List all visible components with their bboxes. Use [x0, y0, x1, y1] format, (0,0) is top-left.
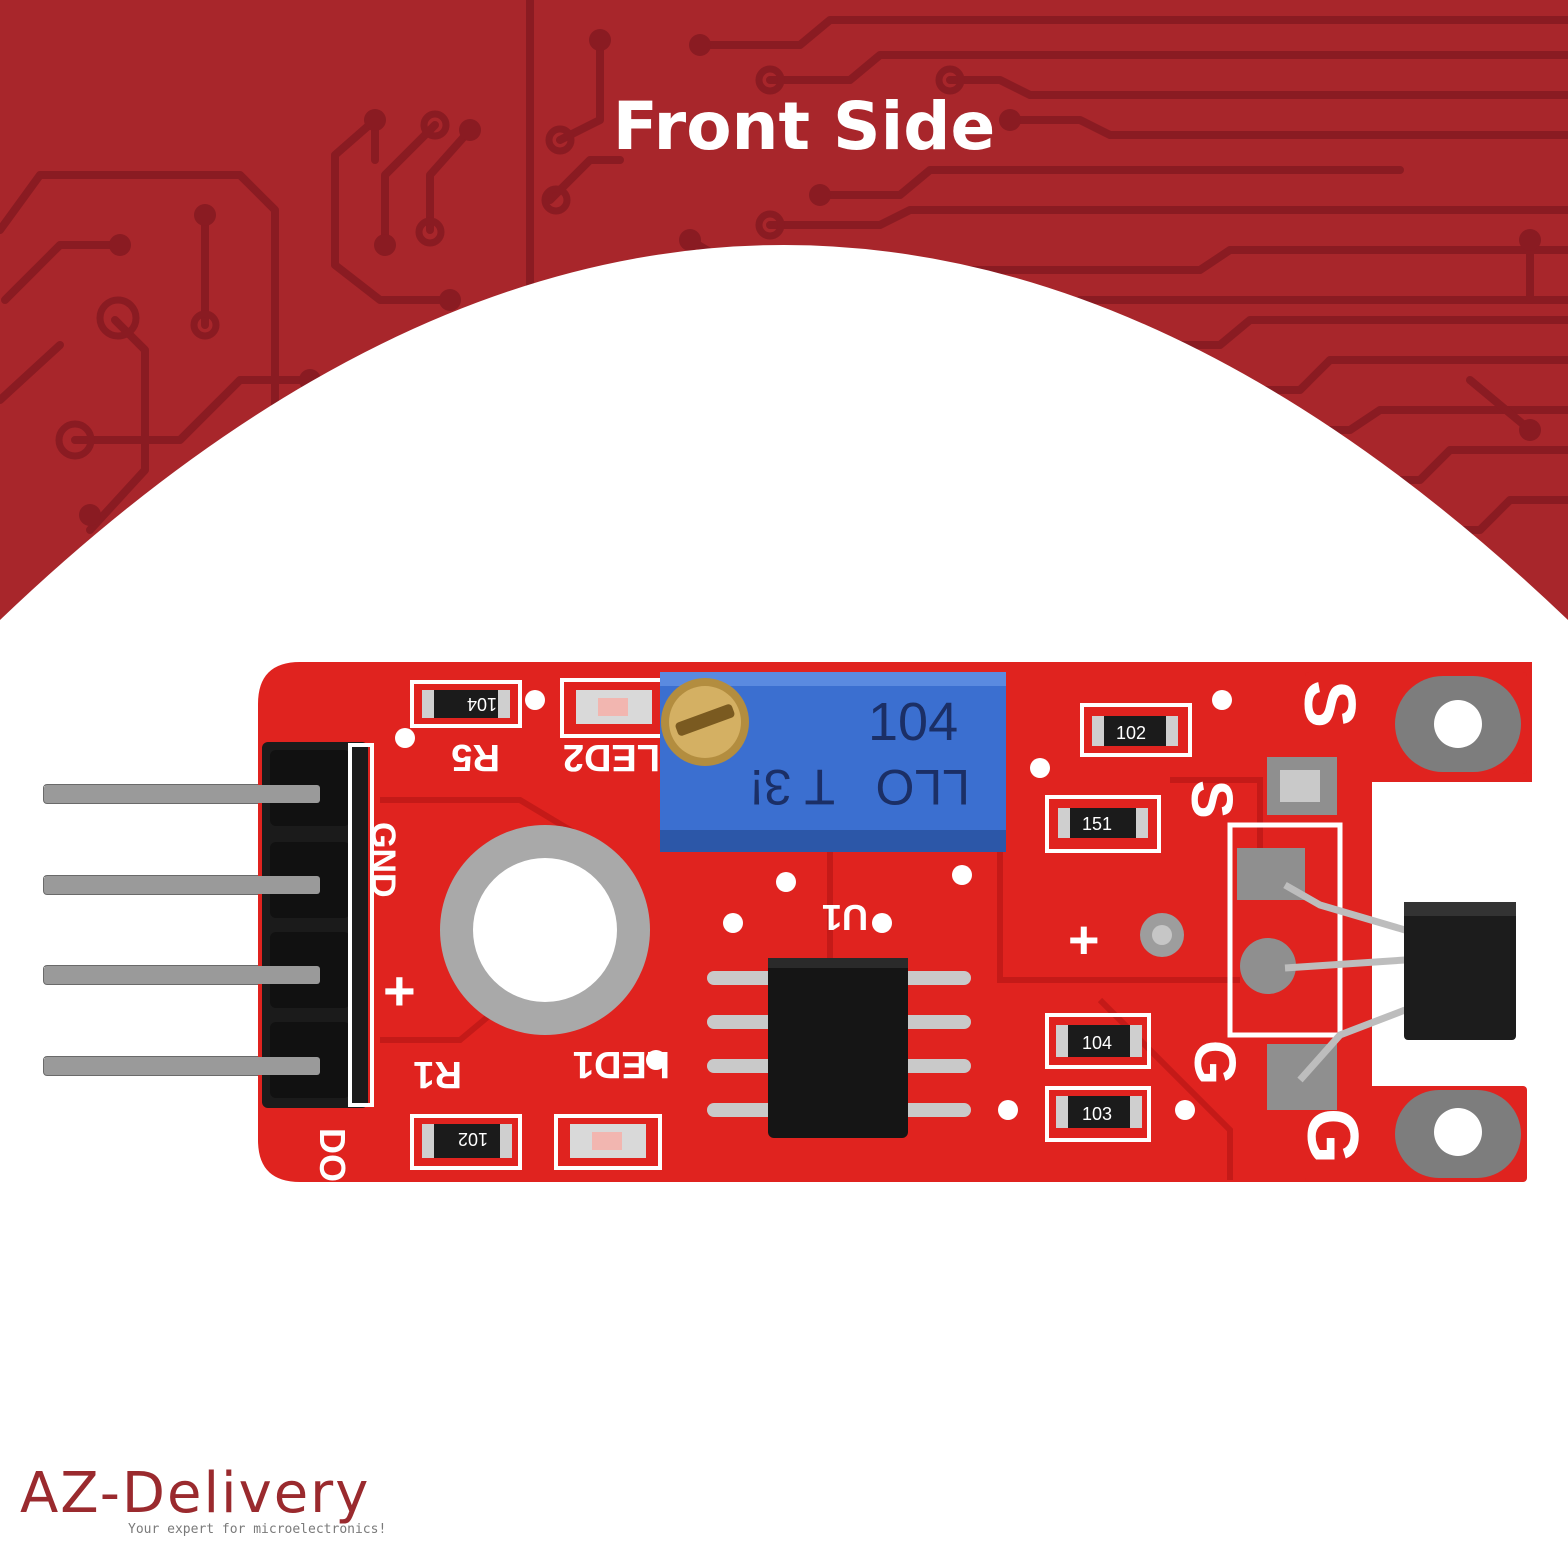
label-u1: U1: [822, 897, 868, 938]
label-s-outer: S: [1289, 680, 1369, 728]
pot-line2: LLO: [875, 759, 970, 815]
label-plus-mid: +: [1068, 910, 1100, 970]
sensor-pcb: [44, 662, 1532, 1182]
smd-resistors: [410, 680, 1192, 1170]
pot-line1-visible: 104: [868, 692, 958, 752]
brand-logo: AZ-Delivery Your expert for microelectro…: [20, 1462, 440, 1542]
label-led1: LED1: [573, 1043, 670, 1085]
label-r5: R5: [451, 736, 500, 778]
ic-u1: [707, 958, 971, 1138]
pin-label-plus: +: [383, 959, 416, 1022]
label-s-inner: S: [1179, 780, 1244, 819]
brand-name: AZ-Delivery: [20, 1461, 371, 1526]
label-g-outer: G: [1292, 1108, 1372, 1164]
pin-label-gnd-visible: GND: [364, 822, 402, 898]
pin-label-do: DO: [312, 1128, 353, 1182]
pot-line3: T 3!: [750, 759, 835, 815]
resistor-codes: 104 102 151 102 104 103: [458, 694, 1146, 1149]
trimmer-potentiometer: [660, 672, 1006, 852]
brand-tagline: Your expert for microelectronics!: [128, 1522, 387, 1537]
potentiometer-markings: 104 104 LLO T 3!: [750, 692, 970, 815]
code-r4: 151: [1082, 814, 1112, 834]
code-r3: 104: [1082, 1033, 1112, 1053]
code-r2: 103: [1082, 1104, 1112, 1124]
code-r5: 104: [467, 694, 497, 714]
label-led2: LED2: [563, 736, 660, 778]
label-r1: R1: [413, 1053, 462, 1095]
code-r6: 102: [1116, 723, 1146, 743]
code-r1: 102: [458, 1129, 488, 1149]
page-title: Front Side: [612, 88, 996, 165]
label-g-inner: G: [1182, 1040, 1247, 1085]
silkscreen-labels: AO GND GND + DO R5 LED2 R6 R4 U1 R1 LED1…: [0, 0, 1568, 1182]
